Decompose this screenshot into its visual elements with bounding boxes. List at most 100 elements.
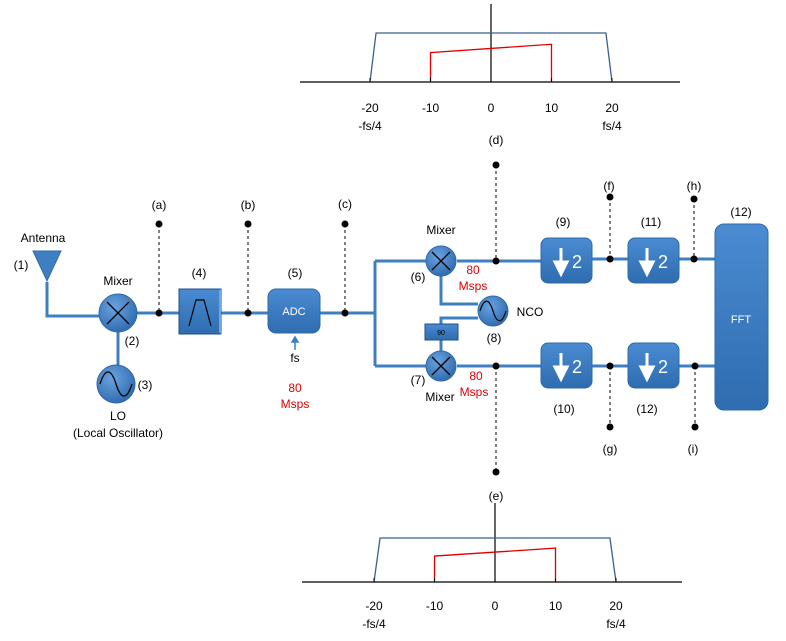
down-arrow-icon: [552, 248, 570, 278]
probe-i-label: (i): [688, 442, 699, 456]
x-tick-label: 0: [492, 599, 499, 613]
ref-10: (10): [553, 402, 574, 416]
x-sub-label: fs/4: [602, 119, 622, 133]
multiply-icon: [106, 301, 130, 325]
x-tick-label: -10: [426, 599, 444, 613]
adc-box: [267, 288, 321, 334]
adc-block[interactable]: ADC (5) fs 80 Msps: [267, 266, 321, 411]
decimator-9[interactable]: 2 (9): [540, 215, 593, 284]
x-tick-label: 10: [545, 101, 559, 115]
x-tick-label: -20: [365, 599, 383, 613]
mixer-rf[interactable]: Mixer (2): [98, 274, 140, 348]
antenna-label: Antenna: [21, 231, 66, 245]
probe-c-label: (c): [338, 197, 352, 211]
antenna-icon: [32, 250, 62, 283]
x-sub-label: fs/4: [606, 617, 626, 631]
probe-h[interactable]: (h): [687, 179, 702, 263]
down-arrow-icon: [552, 353, 570, 383]
x-tick-label: 0: [488, 101, 495, 115]
fft-block[interactable]: FFT (12): [714, 205, 769, 411]
ref-4: (4): [192, 266, 207, 280]
probe-i[interactable]: (i): [688, 362, 699, 457]
local-oscillator[interactable]: (3) LO (Local Oscillator): [73, 364, 163, 440]
phase-shift-90[interactable]: 90: [424, 323, 459, 341]
mixer-q[interactable]: (7) Mixer 80 Msps: [411, 350, 489, 404]
probe-a[interactable]: (a): [152, 198, 167, 317]
probe-f-label: (f): [603, 179, 614, 193]
x-tick-label: -20: [361, 101, 379, 115]
ref-12-decimator: (12): [636, 402, 657, 416]
mixer-i-rate-unit: Msps: [459, 279, 488, 293]
mixer-q-rate-value: 80: [469, 369, 483, 383]
phase-label: 90: [437, 330, 445, 337]
nco-label: NCO: [517, 305, 544, 319]
signal-wires: [45, 257, 715, 368]
ref-9: (9): [556, 215, 571, 229]
filter-bevel: [219, 289, 221, 334]
ref-8: (8): [487, 331, 502, 345]
probe-b[interactable]: (b): [241, 198, 256, 317]
decimator-12[interactable]: 2 (12): [627, 342, 680, 416]
probe-d-label: (d): [489, 133, 504, 147]
ref-5: (5): [288, 266, 303, 280]
sine-wave-icon: [99, 371, 133, 397]
mixer-i-rate-value: 80: [466, 263, 480, 277]
filter-box: [178, 288, 222, 335]
lo-label: LO: [110, 409, 126, 423]
ref-7: (7): [411, 373, 426, 387]
decimation-factor: 2: [572, 357, 582, 377]
ref-6: (6): [411, 270, 426, 284]
mixer-q-label: Mixer: [425, 390, 454, 404]
probe-e-label: (e): [489, 489, 504, 503]
x-tick-label: 20: [605, 101, 619, 115]
x-sub-label: -fs/4: [362, 617, 386, 631]
series-filter: [373, 537, 617, 583]
wire-nco-mixer-i: [439, 276, 478, 306]
probe-a-label: (a): [152, 198, 167, 212]
ref-12-fft: (12): [730, 205, 751, 219]
x-sub-label: -fs/4: [358, 119, 382, 133]
probe-g[interactable]: (g): [603, 362, 618, 457]
ref-1: (1): [14, 258, 29, 272]
lo-full-label: (Local Oscillator): [73, 426, 163, 440]
probe-c[interactable]: (c): [338, 197, 352, 317]
antenna[interactable]: Antenna (1): [14, 231, 66, 283]
decimator-11[interactable]: 2 (11): [627, 215, 680, 284]
down-arrow-icon: [638, 248, 656, 278]
sine-wave-icon: [479, 300, 507, 322]
mixer-q-rate-unit: Msps: [460, 385, 489, 399]
x-tick-label: 10: [549, 599, 563, 613]
ref-3: (3): [138, 378, 153, 392]
bandpass-filter[interactable]: (4): [178, 266, 222, 335]
probe-f[interactable]: (f): [603, 179, 615, 263]
adc-rate-unit: Msps: [281, 397, 310, 411]
probe-e[interactable]: (e): [489, 362, 504, 504]
fft-box: [714, 223, 769, 411]
probe-h-label: (h): [687, 179, 702, 193]
nco[interactable]: NCO (8): [477, 295, 544, 345]
down-arrow-icon: [638, 353, 656, 383]
ref-11: (11): [641, 215, 661, 229]
series-signal: [433, 547, 557, 582]
multiply-icon: [431, 251, 451, 271]
probe-d[interactable]: (d): [489, 133, 504, 265]
mixer-rf-label: Mixer: [103, 274, 132, 288]
fft-label: FFT: [731, 314, 751, 326]
mixer-i[interactable]: Mixer (6) 80 Msps: [411, 223, 488, 293]
decimator-10[interactable]: 2 (10): [540, 342, 593, 416]
adc-label: ADC: [282, 306, 305, 318]
bandpass-icon: [188, 299, 212, 327]
ref-2: (2): [125, 334, 140, 348]
phase-box: [424, 323, 459, 341]
decimation-factor: 2: [658, 357, 668, 377]
multiply-icon: [431, 356, 451, 376]
adc-rate-value: 80: [288, 381, 302, 395]
decimation-factor: 2: [658, 252, 668, 272]
series-signal: [429, 43, 553, 82]
probe-g-label: (g): [603, 442, 618, 456]
wire-nco-phase: [439, 316, 478, 324]
antenna-wire: [45, 282, 100, 318]
